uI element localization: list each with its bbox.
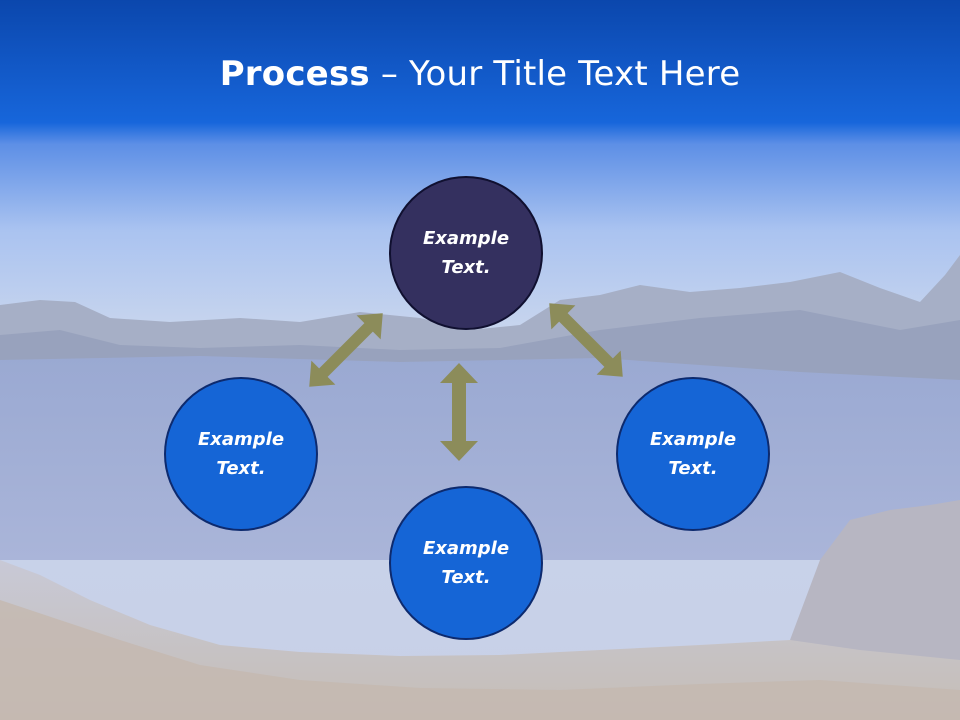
slide-title: Process – Your Title Text Here bbox=[0, 52, 960, 96]
node-label: Example Text. bbox=[422, 538, 510, 588]
title-bold-text: Process bbox=[219, 54, 370, 94]
process-node-bottom[interactable]: Example Text. bbox=[389, 486, 543, 640]
process-node-left[interactable]: Example Text. bbox=[164, 377, 318, 531]
node-label: Example Text. bbox=[197, 429, 285, 479]
process-node-top[interactable]: Example Text. bbox=[389, 176, 543, 330]
title-rest-text: – Your Title Text Here bbox=[369, 54, 741, 94]
arrow-top-right bbox=[549, 303, 623, 377]
node-label: Example Text. bbox=[422, 228, 510, 278]
node-label: Example Text. bbox=[649, 429, 737, 479]
arrow-vertical bbox=[440, 363, 478, 461]
process-node-right[interactable]: Example Text. bbox=[616, 377, 770, 531]
arrow-top-left bbox=[309, 313, 383, 387]
